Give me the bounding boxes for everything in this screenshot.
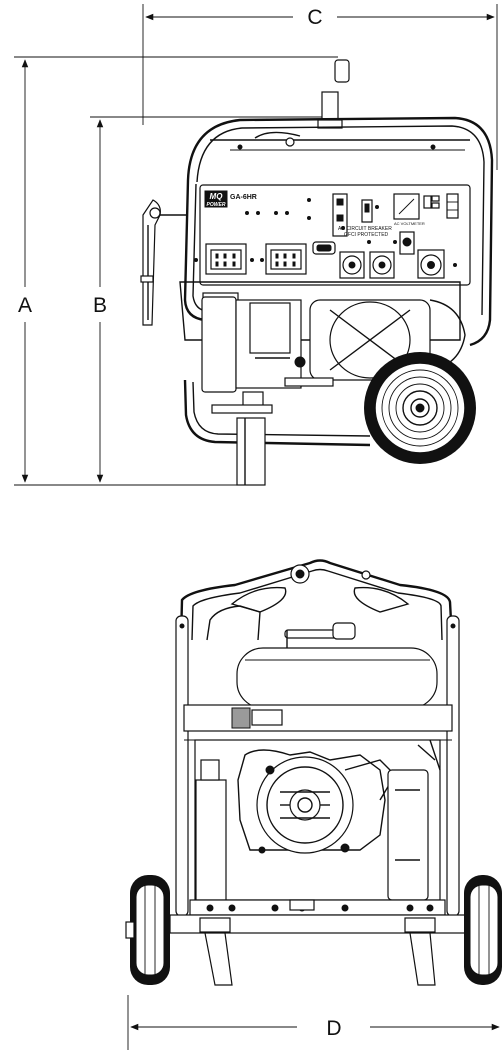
fuel-cap	[332, 622, 356, 640]
muffler	[195, 779, 227, 901]
breaker-label-1: AC CIRCUIT BREAKER	[338, 226, 392, 232]
side-handle	[140, 199, 186, 326]
label-plate	[251, 709, 283, 726]
lower-frame	[183, 379, 371, 447]
breaker-label-2: GFCI PROTECTED	[344, 232, 389, 238]
front-engine	[194, 739, 441, 901]
model-name: GA-6HR	[230, 194, 257, 201]
voltmeter-label: AC VOLTMETER	[394, 221, 425, 226]
front-view: D	[125, 559, 502, 1050]
brand-logo-top: MQ	[210, 192, 224, 201]
twist-lock-outlet-1	[339, 251, 365, 279]
front-wheel-left	[125, 875, 170, 985]
dimension-c: C	[142, 4, 498, 170]
brand-logo	[204, 190, 228, 208]
front-top-handle	[179, 559, 454, 641]
dimension-d-label: D	[326, 1017, 341, 1040]
support-leg	[236, 417, 266, 486]
front-wheel-right	[464, 875, 502, 985]
dimension-a: A	[14, 56, 338, 486]
twist-lock-outlet-3	[417, 249, 445, 279]
dimension-b: B	[90, 116, 330, 483]
dimension-d: D	[127, 995, 500, 1050]
engine-assembly	[179, 281, 466, 414]
rating-plate	[231, 707, 251, 729]
front-crossbar-plate	[183, 704, 453, 732]
dimension-c-label: C	[307, 6, 322, 29]
dimension-a-label: A	[18, 294, 32, 317]
dimension-b-label: B	[93, 294, 107, 317]
side-wheel	[364, 352, 476, 464]
front-fuel-tank	[236, 622, 438, 709]
twist-lock-outlet-2	[369, 251, 395, 279]
top-fitting	[317, 59, 350, 129]
front-crossbar	[183, 704, 453, 741]
side-view: C A B	[14, 4, 498, 486]
fuel-tank	[236, 647, 438, 709]
duplex-outlet-1	[205, 243, 247, 275]
duplex-outlet-2	[265, 243, 307, 275]
brand-logo-bottom: POWER	[207, 202, 226, 208]
front-base	[169, 899, 471, 986]
control-panel: MQ POWER GA-6HR AC CIRCUIT BREAKER GFCI …	[194, 184, 471, 286]
